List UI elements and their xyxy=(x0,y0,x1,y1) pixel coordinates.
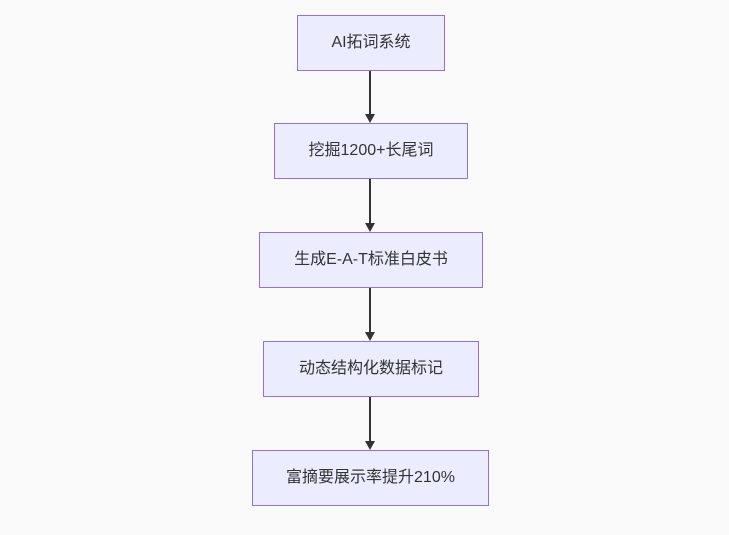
node-label: 富摘要展示率提升210% xyxy=(286,469,455,486)
flow-arrow-3 xyxy=(362,288,378,341)
node-label: 挖掘1200+长尾词 xyxy=(308,142,434,159)
flowchart-node-rich-snippet-result: 富摘要展示率提升210% xyxy=(252,450,489,506)
flowchart-node-structured-data: 动态结构化数据标记 xyxy=(263,341,479,397)
flowchart-node-ai-word-system: AI拓词系统 xyxy=(297,15,445,71)
arrow-line xyxy=(369,179,371,224)
flow-arrow-4 xyxy=(362,397,378,450)
flowchart-node-eat-whitepaper: 生成E-A-T标准白皮书 xyxy=(259,232,483,288)
arrowhead-down-icon xyxy=(365,332,375,341)
arrowhead-down-icon xyxy=(365,223,375,232)
arrow-line xyxy=(369,397,371,442)
flow-arrow-2 xyxy=(362,179,378,232)
arrow-line xyxy=(369,71,371,115)
flow-arrow-1 xyxy=(362,71,378,123)
arrowhead-down-icon xyxy=(365,114,375,123)
node-label: 生成E-A-T标准白皮书 xyxy=(294,251,448,268)
arrow-line xyxy=(369,288,371,333)
arrowhead-down-icon xyxy=(365,441,375,450)
node-label: 动态结构化数据标记 xyxy=(298,360,443,377)
node-label: AI拓词系统 xyxy=(331,34,411,51)
flowchart-node-longtail-mining: 挖掘1200+长尾词 xyxy=(274,123,468,179)
